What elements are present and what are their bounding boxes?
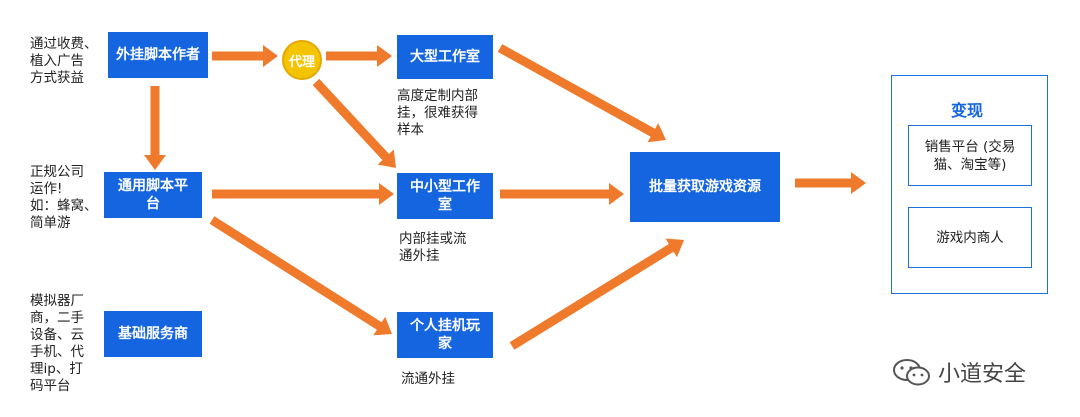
note-line: 流通外挂 bbox=[401, 371, 455, 387]
monetize-panel bbox=[891, 75, 1048, 294]
monetize-title: 变现 bbox=[951, 101, 984, 120]
arrow-personal-to-bulk bbox=[509, 238, 684, 350]
note-line: 植入广告 bbox=[30, 53, 84, 69]
note-line: 通外挂 bbox=[399, 248, 440, 264]
note-line: 简单游 bbox=[30, 215, 71, 231]
node-agent: 代理 bbox=[282, 40, 322, 80]
note-line: 理ip、打 bbox=[30, 361, 83, 377]
note-personal-player: 流通外挂 bbox=[401, 371, 455, 388]
arrow-agent-to-large bbox=[326, 45, 392, 67]
note-line: 挂，很难获得 bbox=[397, 105, 478, 121]
watermark: 小道安全 bbox=[892, 356, 1026, 388]
note-line: 通过收费、 bbox=[30, 36, 98, 52]
note-line: 样本 bbox=[397, 122, 424, 138]
arrow-platform-to-mid bbox=[212, 183, 394, 205]
note-line: 商，二手 bbox=[30, 310, 84, 326]
watermark-text: 小道安全 bbox=[938, 362, 1027, 387]
note-line: 如：蜂窝、 bbox=[30, 198, 98, 214]
note-line: 内部挂或流 bbox=[399, 231, 467, 247]
note-mid-studio: 内部挂或流 通外挂 bbox=[399, 231, 467, 265]
arrow-bulk-to-monetize bbox=[795, 172, 866, 194]
arrow-platform-to-personal bbox=[209, 216, 392, 336]
note-plugin-author: 通过收费、 植入广告 方式获益 bbox=[30, 36, 98, 87]
note-line: 高度定制内部 bbox=[397, 88, 478, 104]
arrow-author-to-agent bbox=[212, 45, 278, 67]
note-line: 方式获益 bbox=[30, 70, 84, 86]
note-line: 模拟器厂 bbox=[30, 293, 84, 309]
note-line: 正规公司 bbox=[30, 164, 84, 180]
sales-platform-box: 销售平台 (交易 猫、淘宝等) bbox=[908, 125, 1032, 186]
note-line: 码平台 bbox=[30, 378, 71, 394]
arrow-agent-to-mid bbox=[312, 78, 396, 168]
sales-platform-line: 销售平台 (交易 bbox=[924, 138, 1016, 155]
note-large-studio: 高度定制内部 挂，很难获得 样本 bbox=[397, 88, 478, 139]
wechat-icon bbox=[893, 359, 930, 386]
note-line: 运作! bbox=[30, 181, 63, 197]
sales-platform-line: 猫、淘宝等) bbox=[933, 156, 1007, 173]
arrow-mid-to-bulk bbox=[500, 183, 624, 205]
arrow-author-to-platform bbox=[144, 86, 166, 170]
in-game-merchant-box: 游戏内商人 bbox=[908, 207, 1032, 268]
node-plugin-author: 外挂脚本作者 bbox=[108, 32, 208, 78]
note-line: 设备、云 bbox=[30, 327, 84, 343]
node-base-service: 基础服务商 bbox=[104, 311, 202, 357]
note-base-service: 模拟器厂 商，二手 设备、云 手机、代 理ip、打 码平台 bbox=[30, 293, 84, 395]
node-personal-player: 个人挂机玩家 bbox=[397, 312, 493, 358]
note-general-platform: 正规公司 运作! 如：蜂窝、 简单游 bbox=[30, 164, 98, 232]
note-line: 手机、代 bbox=[30, 344, 84, 360]
node-large-studio: 大型工作室 bbox=[397, 35, 493, 79]
node-general-platform: 通用脚本平台 bbox=[104, 172, 202, 218]
node-mid-studio: 中小型工作室 bbox=[397, 173, 493, 219]
arrow-large-to-bulk bbox=[497, 44, 666, 143]
node-bulk-resource: 批量获取游戏资源 bbox=[630, 152, 780, 222]
